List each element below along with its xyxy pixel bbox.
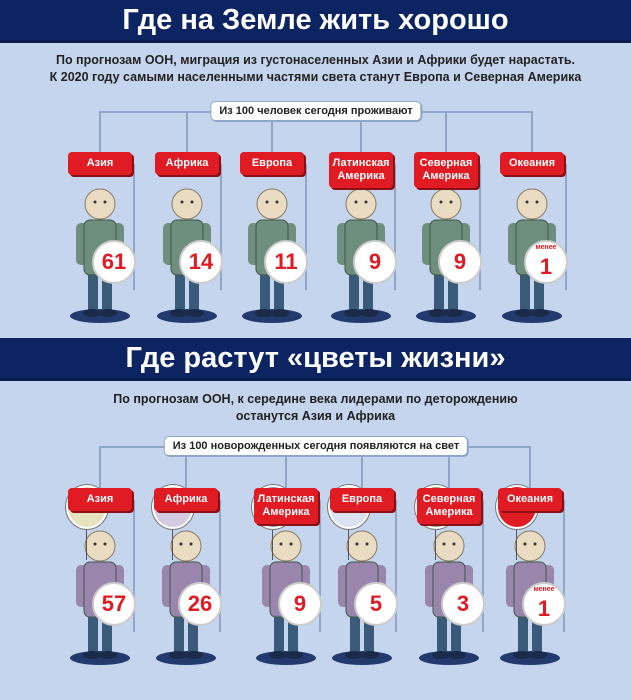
bracket-line	[219, 500, 221, 632]
value-number: 1	[537, 596, 551, 621]
connector-line	[185, 446, 187, 488]
summary-box: Из 100 человек сегодня проживают	[210, 101, 422, 121]
value-number: 9	[293, 591, 307, 616]
bracket-line	[305, 164, 307, 290]
bracket-line	[565, 164, 567, 290]
value-number: 3	[456, 591, 470, 616]
connector-line	[360, 111, 362, 152]
bracket-line	[133, 500, 135, 632]
balloon-string	[272, 505, 273, 560]
section1-lead: По прогнозам ООН, миграция из густонасел…	[0, 52, 631, 86]
value-badge: менее 1	[522, 582, 566, 626]
region-label: Азия	[68, 488, 132, 511]
region-label: Латинская Америка	[254, 488, 318, 524]
lead-line: По прогнозам ООН, миграция из густонасел…	[55, 53, 576, 67]
bracket-line	[220, 164, 222, 290]
region-label: Океания	[498, 488, 562, 511]
value-badge: 5	[354, 582, 398, 626]
region-label: Европа	[240, 152, 304, 175]
region-label: Азия	[68, 152, 132, 175]
balloon-string	[435, 505, 436, 560]
connector-line	[448, 446, 450, 488]
region-label: Африка	[154, 488, 218, 511]
balloon-string	[348, 505, 349, 560]
connector-line	[529, 446, 531, 488]
connector-line	[271, 111, 273, 152]
value-number: 1	[539, 254, 553, 279]
connector-line	[445, 111, 447, 152]
value-badge: менее 1	[524, 240, 568, 284]
connector-line	[99, 446, 101, 488]
lead-line: К 2020 году самыми населенными частями с…	[49, 70, 582, 84]
region-label: Океания	[500, 152, 564, 175]
value-badge: 9	[353, 240, 397, 284]
connector-line	[99, 111, 101, 152]
summary-box: Из 100 новорожденных сегодня появляются …	[163, 436, 469, 456]
connector-line	[285, 446, 287, 488]
value-badge: 9	[438, 240, 482, 284]
bracket-line	[479, 164, 481, 290]
section2-lead: По прогнозам ООН, к середине века лидера…	[0, 391, 631, 425]
section2-title: Где растут «цветы жизни»	[0, 338, 631, 381]
value-number: 61	[101, 249, 127, 274]
value-prefix: менее	[535, 244, 557, 251]
region-label: Европа	[330, 488, 394, 511]
value-badge: 26	[178, 582, 222, 626]
section1-title: Где на Земле жить хорошо	[0, 0, 631, 43]
region-label: Северная Америка	[417, 488, 481, 524]
value-number: 57	[101, 591, 127, 616]
value-badge: 11	[264, 240, 308, 284]
value-prefix: менее	[533, 586, 555, 593]
value-badge: 9	[278, 582, 322, 626]
lead-line: останутся Азия и Африка	[235, 409, 396, 423]
bracket-line	[563, 500, 565, 632]
balloon-string	[172, 505, 173, 560]
value-number: 14	[188, 249, 214, 274]
value-number: 26	[187, 591, 213, 616]
value-number: 9	[453, 249, 467, 274]
bracket-line	[133, 164, 135, 290]
region-label: Латинская Америка	[329, 152, 393, 188]
connector-line	[361, 446, 363, 488]
bracket-line	[394, 164, 396, 290]
value-number: 11	[274, 249, 298, 274]
balloon-string	[86, 505, 87, 560]
value-badge: 14	[179, 240, 223, 284]
balloon-string	[516, 505, 517, 560]
bracket-line	[482, 500, 484, 632]
value-number: 9	[368, 249, 382, 274]
connector-line	[186, 111, 188, 152]
lead-line: По прогнозам ООН, к середине века лидера…	[113, 392, 518, 406]
bracket-line	[319, 500, 321, 632]
value-badge: 57	[92, 582, 136, 626]
value-number: 5	[369, 591, 383, 616]
region-label: Северная Америка	[414, 152, 478, 188]
value-badge: 3	[441, 582, 485, 626]
connector-line	[531, 111, 533, 152]
region-label: Африка	[155, 152, 219, 175]
bracket-line	[395, 500, 397, 632]
value-badge: 61	[92, 240, 136, 284]
